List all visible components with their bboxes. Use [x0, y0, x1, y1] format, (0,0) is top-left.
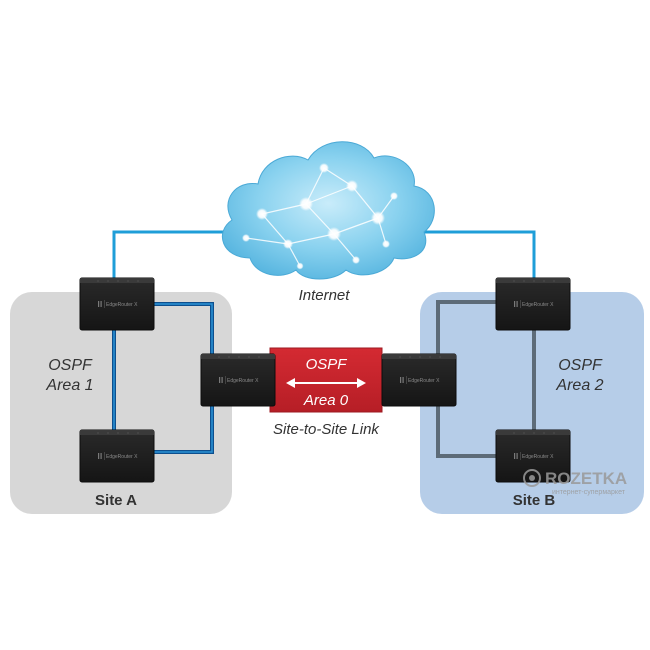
site-b-area-line2: Area 2: [555, 377, 603, 394]
rozetka-watermark: ROZETKA интернет-супермаркет: [523, 469, 627, 496]
svg-text:EdgeRouter X: EdgeRouter X: [227, 378, 259, 384]
watermark-tagline: интернет-супермаркет: [552, 489, 626, 496]
svg-text:EdgeRouter X: EdgeRouter X: [408, 378, 440, 384]
site-to-site-caption: Site-to-Site Link: [273, 421, 380, 438]
router-site-b-top: EdgeRouter X: [495, 277, 571, 331]
router-site-b-bottom: EdgeRouter X: [495, 429, 571, 483]
site-b-label: Site B: [513, 492, 556, 509]
internet-link-right: [420, 230, 536, 278]
internet-link-left: [112, 230, 236, 278]
site-a-area: [10, 292, 232, 514]
site-b-area-line1: OSPF: [558, 357, 603, 374]
site-a-area-line1: OSPF: [48, 357, 93, 374]
area0-box: [269, 347, 383, 413]
svg-text:EdgeRouter X: EdgeRouter X: [522, 454, 554, 460]
svg-text:EdgeRouter X: EdgeRouter X: [106, 302, 138, 308]
router-site-a-top: EdgeRouter X: [79, 277, 155, 331]
area0-line2: Area 0: [303, 392, 349, 409]
double-arrow-icon: [286, 378, 366, 388]
site-a-area-line2: Area 1: [45, 377, 93, 394]
cloud-icon: [221, 141, 435, 280]
site-a-label: Site A: [95, 492, 137, 509]
internet-label: Internet: [299, 287, 351, 304]
router-site-a-bottom: EdgeRouter X: [79, 429, 155, 483]
rozetka-logo-icon: [523, 469, 541, 487]
area0-line1: OSPF: [306, 356, 348, 373]
router-site-a-edge: EdgeRouter X: [200, 353, 276, 407]
router-site-b-edge: EdgeRouter X: [381, 353, 457, 407]
svg-text:EdgeRouter X: EdgeRouter X: [522, 302, 554, 308]
svg-text:EdgeRouter X: EdgeRouter X: [106, 454, 138, 460]
watermark-brand: ROZETKA: [545, 469, 627, 488]
